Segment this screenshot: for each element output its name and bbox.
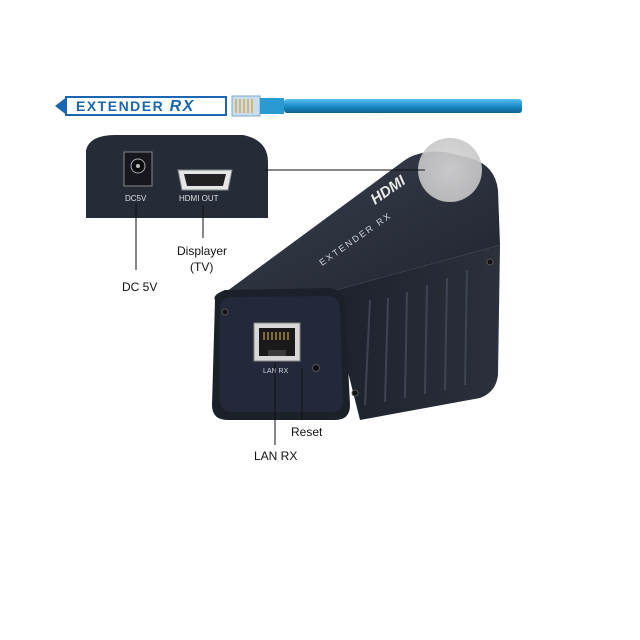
inset-hdmi-label: HDMI OUT (179, 194, 219, 203)
banner-text-accent: RX (170, 98, 195, 115)
callout-displayer: Displayer (177, 244, 228, 258)
extender-device: HDMI EXTENDER RX LAN RX (212, 138, 500, 420)
svg-text:EXTENDER RX: EXTENDER RX (76, 98, 195, 115)
callout-lines (135, 169, 425, 445)
rj45-connector-icon (231, 95, 284, 117)
network-cable (284, 99, 522, 113)
callout-dc-5v: DC 5V (122, 280, 158, 294)
inset-dc-label: DC5V (125, 194, 147, 203)
lan-port-label: LAN RX (263, 368, 289, 375)
banner-text: EXTENDER (76, 98, 170, 114)
extender-rx-banner: EXTENDER RX (55, 95, 522, 117)
dc-jack-icon (123, 151, 153, 187)
callout-reset: Reset (291, 425, 323, 439)
callout-lan-rx: LAN RX (254, 449, 298, 463)
lan-port (253, 322, 301, 362)
callout-displayer-tv: (TV) (190, 260, 214, 274)
inset-panel: DC5V HDMI OUT (86, 135, 268, 218)
arrow-left-icon (55, 96, 68, 116)
reset-button (312, 364, 320, 372)
hdmi-port-icon (177, 169, 233, 191)
